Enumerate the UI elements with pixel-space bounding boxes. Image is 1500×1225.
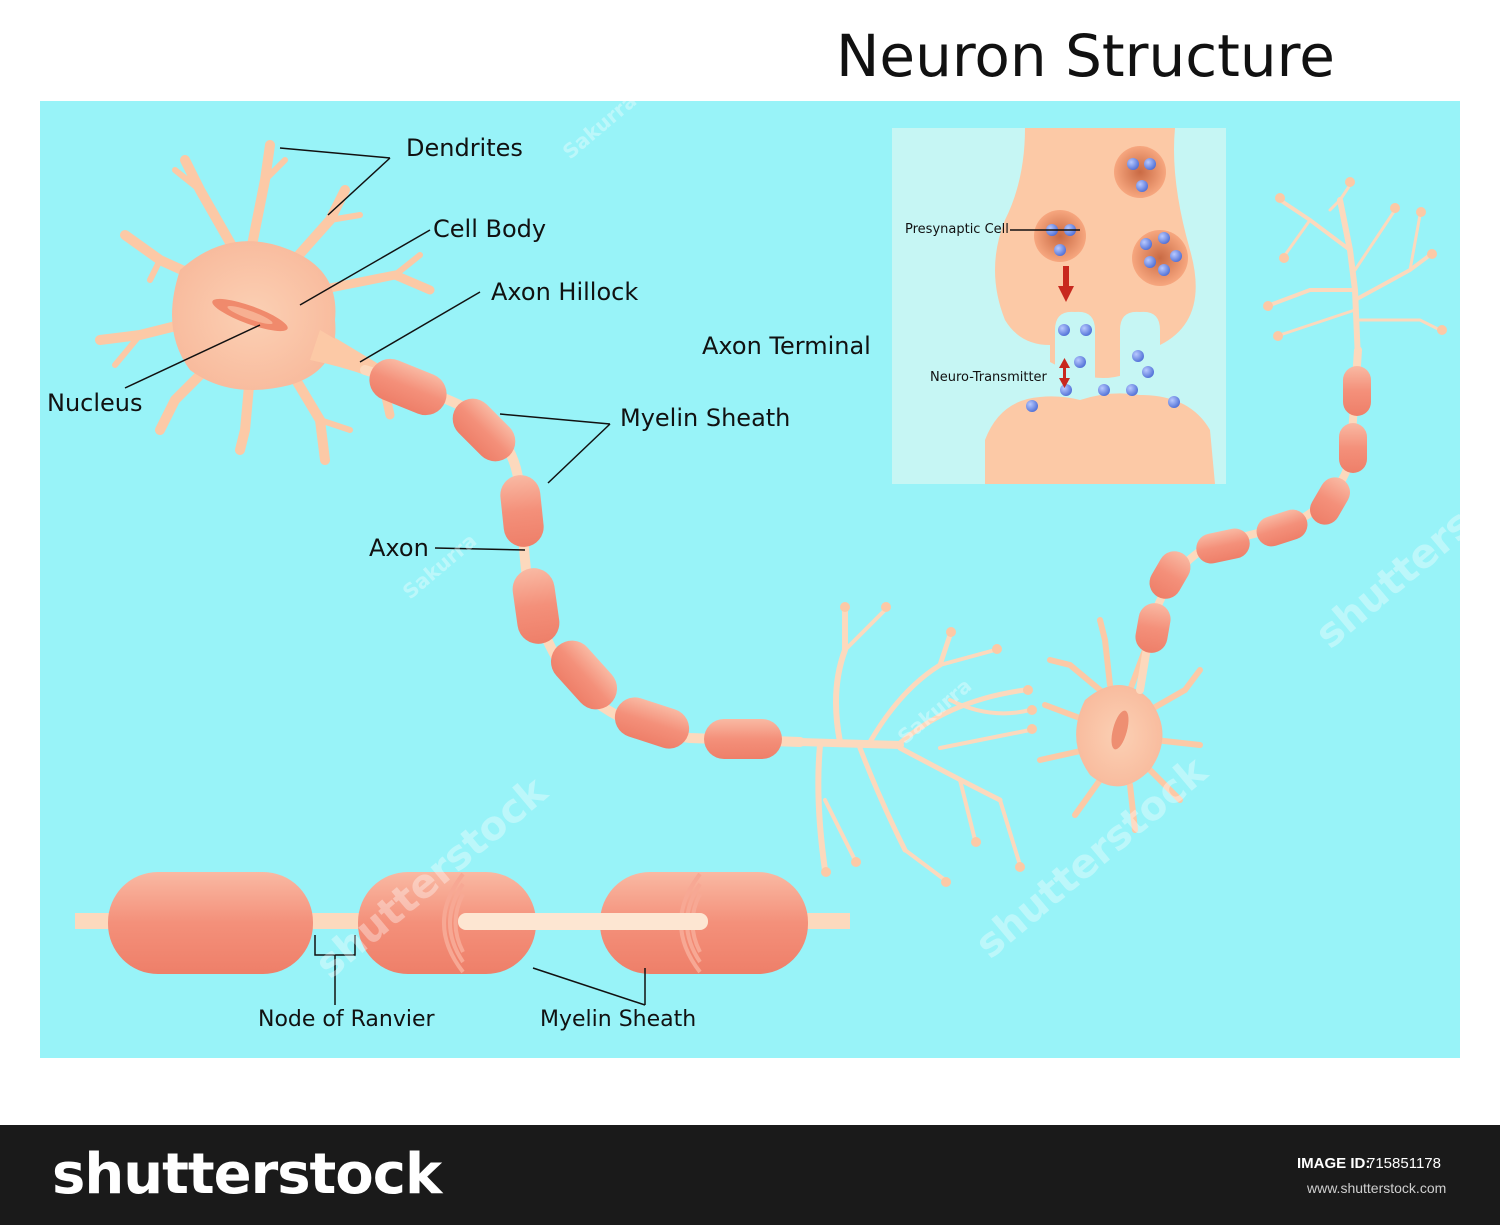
- image-id-value: 715851178: [1367, 1155, 1441, 1172]
- label-nucleus: Nucleus: [47, 389, 143, 417]
- receptor-pocket-left: [1055, 311, 1095, 380]
- magnified-axon: [75, 872, 850, 1006]
- label-presynaptic-cell: Presynaptic Cell: [905, 222, 1009, 237]
- leader-lines: [124, 147, 1080, 551]
- dendrites-lower: [1037, 617, 1203, 833]
- label-myelin-sheath-bottom: Myelin Sheath: [540, 1007, 696, 1032]
- receptor-pocket-right: [1120, 311, 1160, 380]
- label-dendrites: Dendrites: [406, 134, 523, 162]
- dendrites-top-right: [1268, 183, 1442, 363]
- neuron-lower: [1037, 617, 1203, 833]
- label-axon-hillock: Axon Hillock: [491, 278, 638, 306]
- label-neuro-transmitter: Neuro-Transmitter: [930, 370, 1048, 385]
- magnified-myelin-2: [358, 872, 536, 974]
- dendrite-knobs-top-right: [1263, 177, 1447, 341]
- label-node-of-ranvier: Node of Ranvier: [258, 1007, 436, 1032]
- synapse-inset: [892, 128, 1226, 484]
- label-cell-body: Cell Body: [433, 215, 546, 243]
- release-arrow: [1058, 266, 1074, 302]
- myelin-segments-lower: [1135, 366, 1371, 653]
- footer-bar: [0, 1125, 1500, 1225]
- myelin-bottom-leaders: [532, 967, 646, 1006]
- magnified-myelin-1: [108, 872, 313, 974]
- bidirectional-arrow: [1059, 358, 1070, 388]
- axon-terminal-branches: [796, 607, 1032, 882]
- postsynaptic-cell: [985, 393, 1215, 484]
- neuron-upper: [95, 140, 435, 465]
- label-myelin-sheath-top: Myelin Sheath: [620, 404, 790, 432]
- myelin-segments-upper: [369, 358, 782, 759]
- exposed-axon-core: [458, 913, 708, 930]
- label-axon: Axon: [369, 534, 429, 562]
- footer-site-link[interactable]: www.shutterstock.com: [1307, 1180, 1447, 1196]
- page-title: Neuron Structure: [836, 22, 1335, 90]
- footer-brand-logo[interactable]: shutterstock: [52, 1142, 442, 1207]
- axon-fiber: [360, 365, 805, 747]
- image-id-label: IMAGE ID:: [1297, 1155, 1371, 1172]
- label-axon-terminal: Axon Terminal: [702, 332, 871, 360]
- nucleus-lower: [1111, 710, 1129, 750]
- axon-hillock-shape: [310, 330, 375, 376]
- axon-fiber-lower: [1136, 346, 1362, 694]
- neurotransmitter-molecules: [1026, 158, 1182, 412]
- axon-terminal-knobs: [821, 602, 1037, 887]
